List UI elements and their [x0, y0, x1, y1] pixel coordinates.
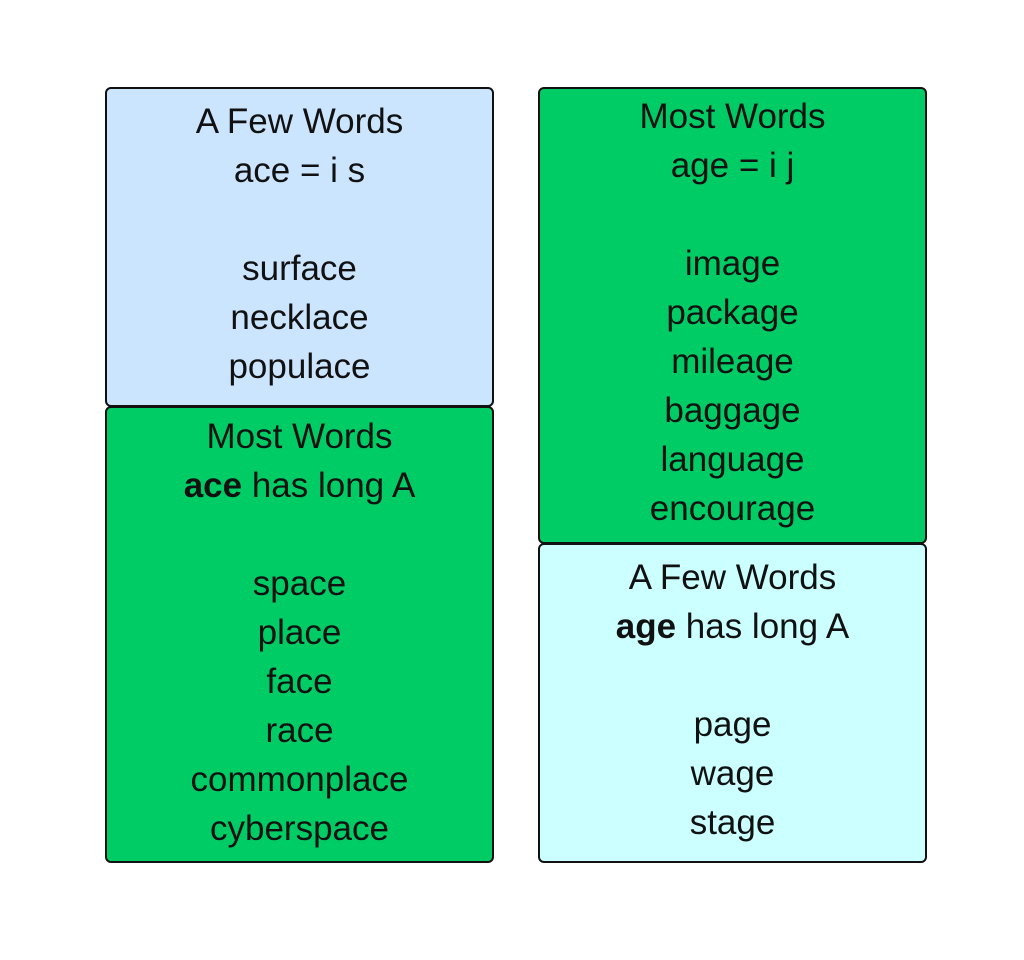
- blank-line: [107, 195, 492, 244]
- ace-long-a-box: Most Words ace has long A space place face ra…: [105, 406, 494, 863]
- ace-exceptions-box: A Few Words ace = i s surface necklace popul…: [105, 87, 494, 407]
- box-title: A Few Words: [195, 102, 404, 141]
- box-rule: age = i j: [540, 141, 925, 190]
- age-long-a-box: A Few Words age has long A page wage stage: [538, 543, 927, 863]
- age-ij-box: Most Words age = i j image package mileage ba…: [538, 87, 927, 544]
- word-item: wage: [690, 754, 775, 793]
- blank-line: [107, 510, 492, 559]
- box-title: A Few Words: [628, 558, 837, 597]
- box-rule: ace = i s: [107, 146, 492, 195]
- word-item: page: [693, 705, 772, 744]
- box-title: Most Words: [206, 417, 393, 456]
- word-item: necklace: [230, 298, 369, 337]
- word-item: populace: [228, 347, 371, 386]
- box-rule: age has long A: [540, 602, 925, 651]
- box-title: Most Words: [639, 97, 826, 136]
- word-item: baggage: [664, 391, 801, 430]
- word-item: mileage: [671, 342, 794, 381]
- word-item: language: [660, 440, 805, 479]
- word-item: image: [684, 244, 781, 283]
- word-item: cyberspace: [210, 809, 389, 848]
- blank-line: [540, 651, 925, 700]
- word-item: package: [666, 293, 799, 332]
- word-item: face: [266, 662, 333, 701]
- rule-text: ace = i s: [233, 151, 366, 190]
- rule-keyword: ace: [183, 466, 243, 505]
- word-item: encourage: [649, 489, 816, 528]
- rule-text: has long A: [242, 466, 416, 505]
- box-rule: ace has long A: [107, 461, 492, 510]
- rule-text: age = i j: [670, 146, 795, 185]
- word-item: race: [265, 711, 334, 750]
- rule-keyword: age: [615, 607, 677, 646]
- word-item: stage: [689, 803, 776, 842]
- blank-line: [540, 190, 925, 239]
- word-item: space: [252, 564, 347, 603]
- word-item: commonplace: [190, 760, 409, 799]
- word-item: place: [257, 613, 342, 652]
- rule-text: has long A: [676, 607, 850, 646]
- word-item: surface: [242, 249, 357, 288]
